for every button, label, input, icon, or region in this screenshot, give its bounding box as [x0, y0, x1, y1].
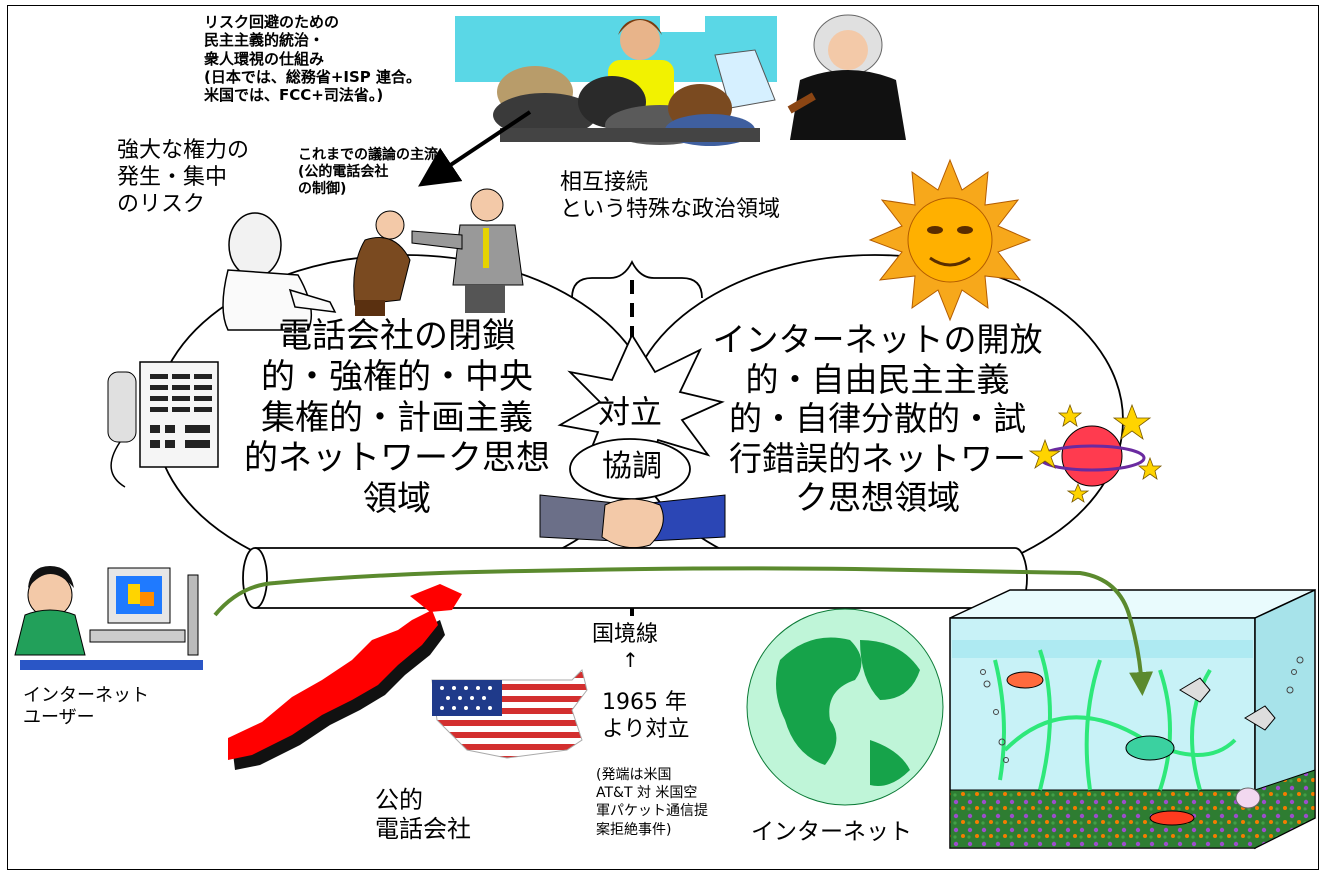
cooperation-label: 協調: [602, 449, 662, 484]
origin-note-label: (発端は米国 AT&T 対 米国空 軍パケット通信提 案拒絶事件): [596, 767, 708, 838]
public-telco-label: 公的 電話会社: [375, 786, 471, 844]
japan-map-icon: [228, 584, 462, 770]
interconnect-bracket: [571, 259, 703, 299]
internet-route-line: [213, 566, 1154, 696]
since-1965-label: 1965 年 より対立: [602, 690, 690, 742]
mechanism-arrow: [418, 110, 532, 187]
bully-figures-icon: [222, 188, 524, 331]
us-flag-icon: [431, 669, 588, 759]
telephone-icon: [107, 361, 219, 488]
diagram-frame: [7, 5, 1319, 870]
risk-mechanism-label: リスク回避のための 民主主義的統治・ 衆人環視の仕組み (日本では、総務省+IS…: [204, 13, 422, 105]
conflict-label: 対立: [598, 393, 663, 431]
aquarium-icon: [949, 588, 1316, 850]
computer-user-icon: [14, 566, 203, 670]
handshake-icon: [539, 494, 726, 549]
border-label: 国境線: [592, 622, 659, 647]
telco-domain-label: 電話会社の閉鎖 的・強権的・中央 集権的・計画主義 的ネットワーク思想 領域: [244, 316, 550, 520]
interconnect-label: 相互接続 という特殊な政治領域: [560, 170, 781, 222]
power-risk-label: 強大な権力の 発生・集中 のリスク: [117, 138, 250, 217]
border-arrow-label: ↑: [622, 648, 639, 672]
judge-meeting-icon: [455, 14, 906, 146]
internet-domain-label: インターネットの開放 的・自由民主主義 的・自律分散的・試 行錯誤的ネットワー …: [712, 320, 1043, 518]
internet-label: インターネット: [751, 819, 912, 845]
planet-stars-icon: [1028, 403, 1163, 503]
globe-icon: [746, 608, 944, 806]
sun-face-icon: [868, 158, 1032, 322]
mainstream-label: これまでの議論の主流 (公的電話会社 の制御): [298, 147, 438, 198]
internet-user-label: インターネット ユーザー: [23, 685, 149, 728]
